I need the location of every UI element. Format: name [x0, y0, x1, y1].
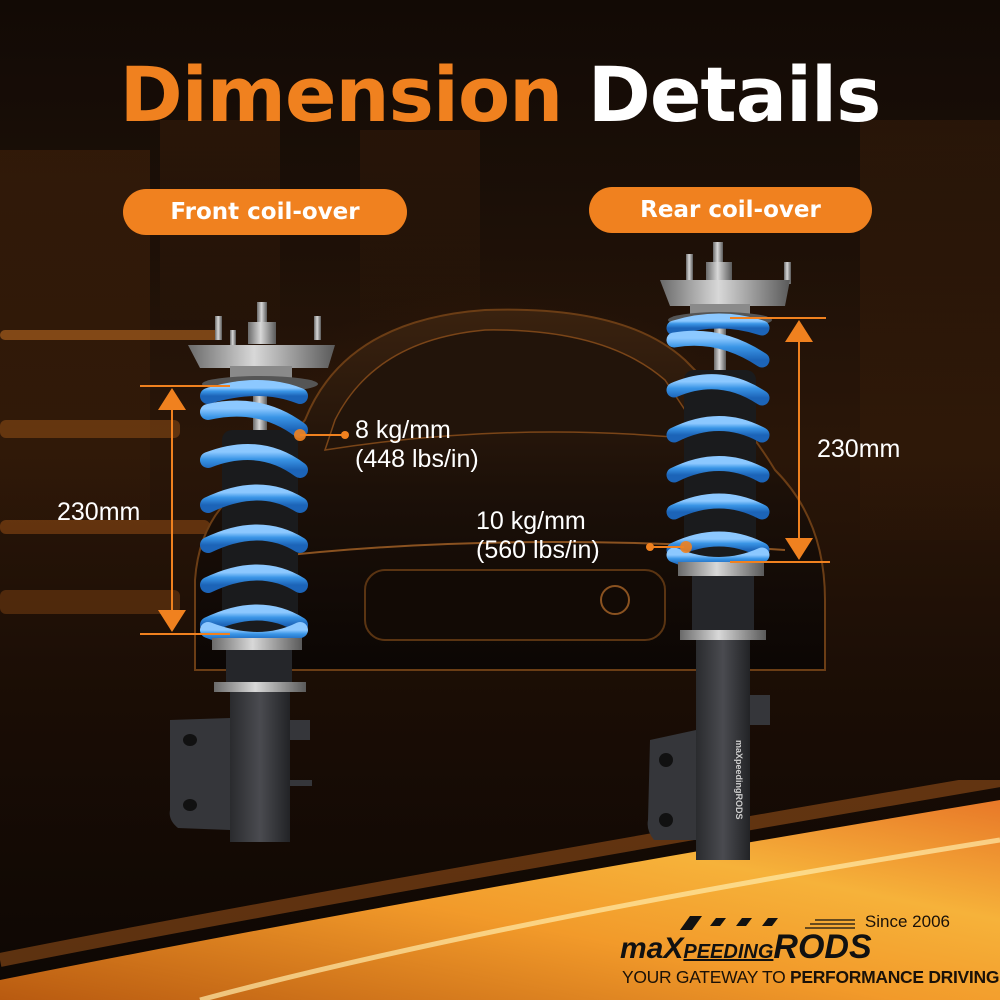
- front-coilover-image: [169, 302, 335, 842]
- front-spring-rate-metric: 8 kg/mm: [355, 416, 451, 444]
- brand-prefix: maX: [620, 932, 684, 965]
- since-text: Since 2006: [864, 912, 950, 931]
- title-word-dimension: Dimension: [119, 50, 564, 139]
- brand-tagline: YOUR GATEWAY TO PERFORMANCE DRIVING: [622, 967, 999, 988]
- car-silhouette: [194, 308, 826, 671]
- rear-spring-rate: 10 kg/mm (560 lbs/in): [476, 507, 600, 565]
- front-spring-rate-imperial: (448 lbs/in): [355, 445, 479, 473]
- light-streak: [0, 420, 180, 438]
- front-coilover-label-text: Front coil-over: [170, 199, 360, 225]
- front-dimension-arrow: [140, 385, 230, 635]
- title-word-details: Details: [587, 50, 882, 139]
- light-streak: [0, 590, 180, 614]
- front-coilover-label: Front coil-over: [123, 189, 407, 235]
- rear-dimension-arrow: [730, 317, 830, 563]
- tagline-bold: PERFORMANCE DRIVING: [789, 967, 1000, 987]
- brand-logo: Since 2006 maXPEEDINGRODS YOUR GATEWAY T…: [620, 912, 999, 992]
- front-spring-rate: 8 kg/mm (448 lbs/in): [355, 416, 479, 474]
- strut-brand-marking: maXpeedingRODS: [734, 740, 744, 820]
- rear-coilover-label: Rear coil-over: [589, 187, 872, 233]
- front-spring-callout-line: [294, 429, 349, 441]
- rear-spring-rate-metric: 10 kg/mm: [476, 507, 586, 535]
- rear-spring-callout-line: [646, 541, 692, 553]
- brand-wordmark: maXPEEDINGRODS: [620, 928, 872, 967]
- rear-spring-rate-imperial: (560 lbs/in): [476, 536, 600, 564]
- light-streak: [0, 330, 220, 340]
- front-dimension-label: 230mm: [57, 498, 141, 526]
- rear-dimension-label: 230mm: [817, 435, 901, 463]
- light-streak: [0, 520, 210, 534]
- checkered-flag-icon: [680, 916, 855, 930]
- rear-coilover-label-text: Rear coil-over: [640, 197, 821, 223]
- background-building: [860, 120, 1000, 540]
- page-title: Dimension Details: [0, 50, 1000, 140]
- tagline-light: YOUR GATEWAY TO: [622, 967, 790, 987]
- brand-middle: PEEDING: [683, 941, 774, 963]
- brand-suffix: RODS: [773, 928, 872, 966]
